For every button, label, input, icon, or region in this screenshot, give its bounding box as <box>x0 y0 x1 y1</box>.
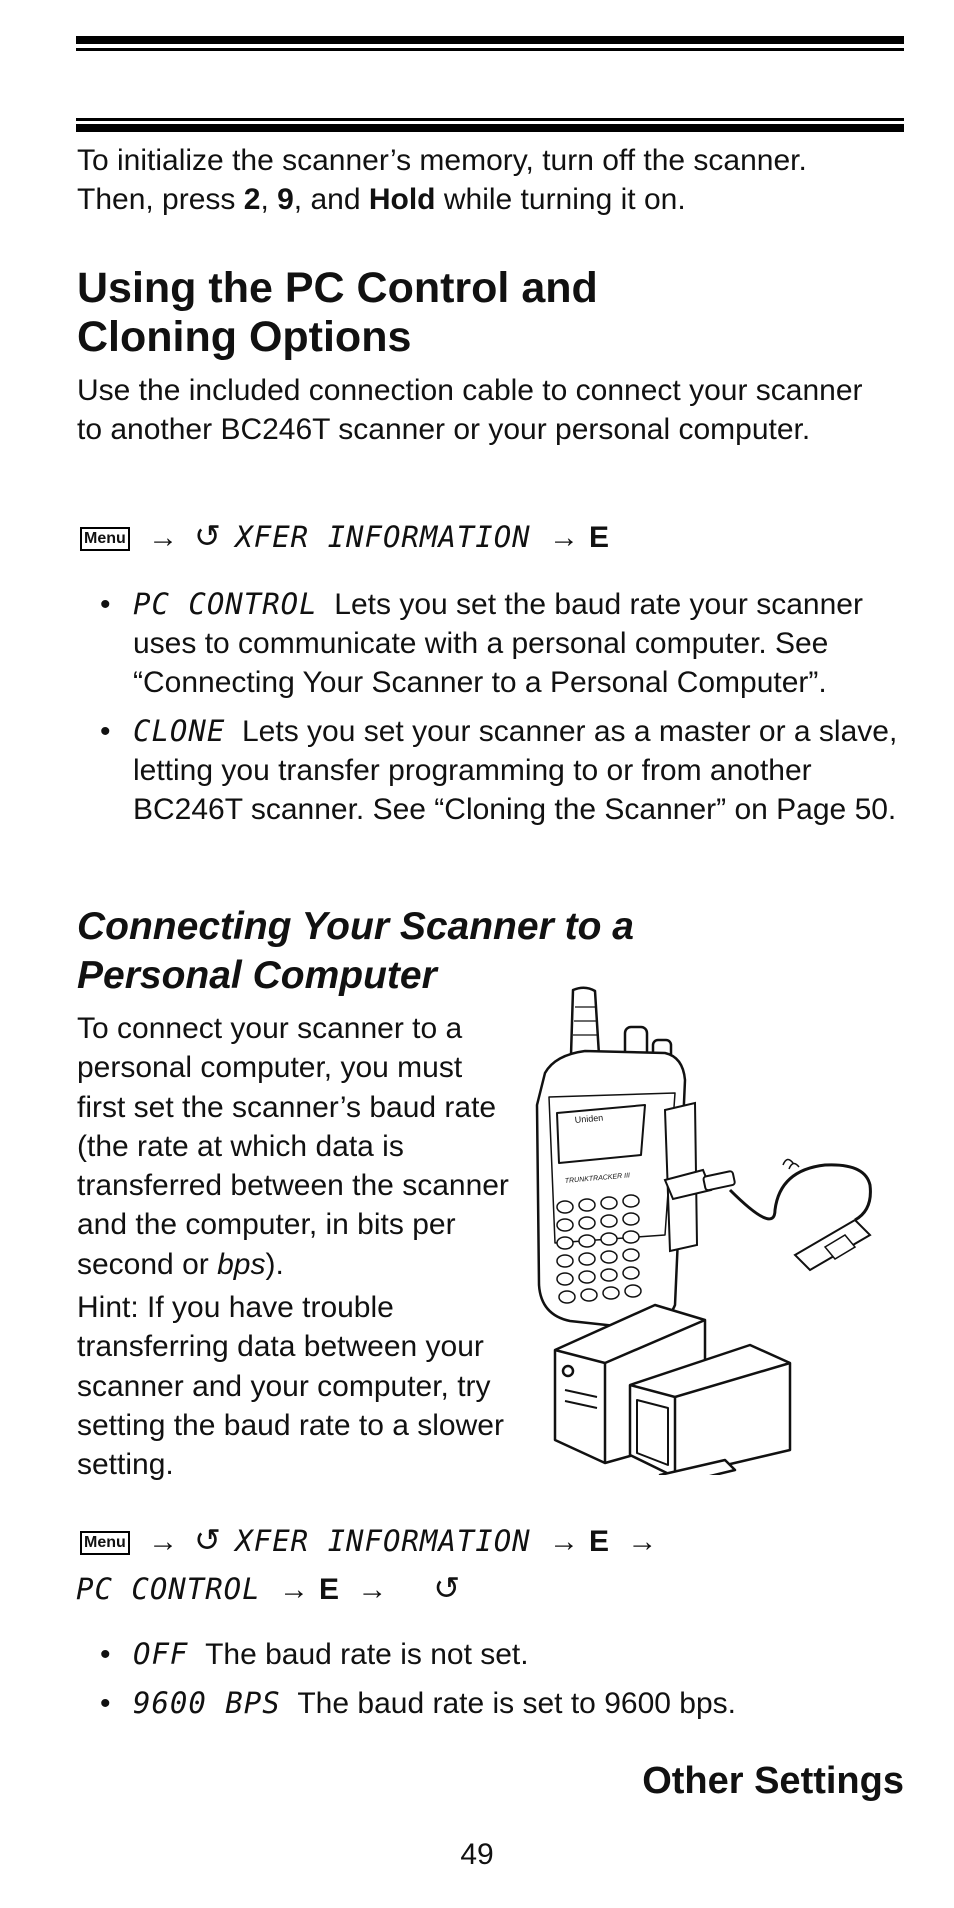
scanner-display <box>556 1104 646 1164</box>
bullet-dot: • <box>100 1638 111 1671</box>
section-heading-connecting: Connecting Your Scanner to a Personal Co… <box>77 905 634 997</box>
arrow-right-icon: → <box>548 521 579 554</box>
option-off: • OFF The baud rate is not set. <box>100 1635 900 1674</box>
section-heading-pc-control: Using the PC Control and Cloning Options <box>77 264 598 361</box>
arrow-right-icon: → <box>548 1525 579 1558</box>
monitor-screen <box>636 1399 669 1466</box>
header-rule-thick <box>76 36 904 44</box>
section2-hint: Hint: If you have trouble transferring d… <box>77 1291 504 1482</box>
key-9: 9 <box>277 183 294 216</box>
lcd-pc-control: PC CONTROL <box>76 1572 261 1606</box>
menu-key: Menu <box>80 1531 130 1556</box>
section2-paragraph-1: To connect your scanner to a personal co… <box>77 1012 509 1281</box>
lcd-xfer-information: XFER INFORMATION <box>235 1524 531 1558</box>
monitor-stand <box>658 1458 737 1475</box>
bullet-clone: • CLONE Lets you set your scanner as a m… <box>100 712 900 829</box>
bullet-dot: • <box>100 715 111 748</box>
connection-cable <box>728 1163 872 1222</box>
intro-paragraph: To initialize the scanner’s memory, turn… <box>77 144 807 216</box>
menu-sequence-2-continued: PC CONTROL → E → ↺ <box>76 1568 466 1610</box>
cycle-icon: ↺ <box>194 518 221 554</box>
bullet-pc-control: • PC CONTROL Lets you set the baud rate … <box>100 585 900 702</box>
arrow-right-icon: → <box>627 1525 658 1558</box>
lcd-clone: CLONE <box>133 714 226 748</box>
bullet-text: Lets you set the baud rate your scanner … <box>133 588 863 699</box>
cycle-icon: ↺ <box>194 1522 221 1558</box>
bps-term: bps <box>217 1247 266 1281</box>
bullet-dot: • <box>100 588 111 621</box>
arrow-right-icon: → <box>148 1525 179 1558</box>
key-hold: Hold <box>368 183 436 216</box>
section-rule-thick <box>76 124 904 132</box>
bullet-dot: • <box>100 1687 111 1720</box>
section1-body: Use the included connection cable to con… <box>77 374 863 446</box>
bullet-text: Lets you set your scanner as a master or… <box>133 715 898 826</box>
cycle-icon: ↺ <box>433 1570 461 1606</box>
menu-sequence-1: Menu → ↺ XFER INFORMATION → E <box>80 516 609 558</box>
menu-sequence-2: Menu → ↺ XFER INFORMATION → E → <box>80 1520 667 1562</box>
computer-monitor <box>628 1343 792 1475</box>
lcd-pc-control: PC CONTROL <box>133 587 318 621</box>
key-2: 2 <box>243 183 261 216</box>
intro-line-1: To initialize the scanner’s memory, turn… <box>77 144 807 177</box>
section-rule-thin <box>76 118 904 121</box>
page-number: 49 <box>460 1838 494 1871</box>
header-rule-thin <box>76 48 904 51</box>
e-key: E <box>318 1573 339 1606</box>
option-9600-bps: • 9600 BPS The baud rate is set to 9600 … <box>100 1684 900 1723</box>
lcd-xfer-information: XFER INFORMATION <box>235 520 531 554</box>
option-text: The baud rate is not set. <box>205 1638 529 1671</box>
arrow-right-icon: → <box>278 1573 309 1606</box>
e-key: E <box>588 1525 609 1558</box>
footer-section-title: Other Settings <box>642 1760 904 1802</box>
e-key: E <box>588 521 609 554</box>
option-text: The baud rate is set to 9600 bps. <box>297 1687 736 1720</box>
lcd-9600-bps: 9600 BPS <box>133 1686 281 1720</box>
scanner-brand: Uniden <box>574 1113 603 1125</box>
scanner-computer-illustration: Uniden TRUNKTRACKER III <box>535 986 872 1475</box>
arrow-right-icon: → <box>357 1573 388 1606</box>
menu-key: Menu <box>80 527 130 552</box>
arrow-right-icon: → <box>148 521 179 554</box>
lcd-off: OFF <box>133 1637 189 1671</box>
